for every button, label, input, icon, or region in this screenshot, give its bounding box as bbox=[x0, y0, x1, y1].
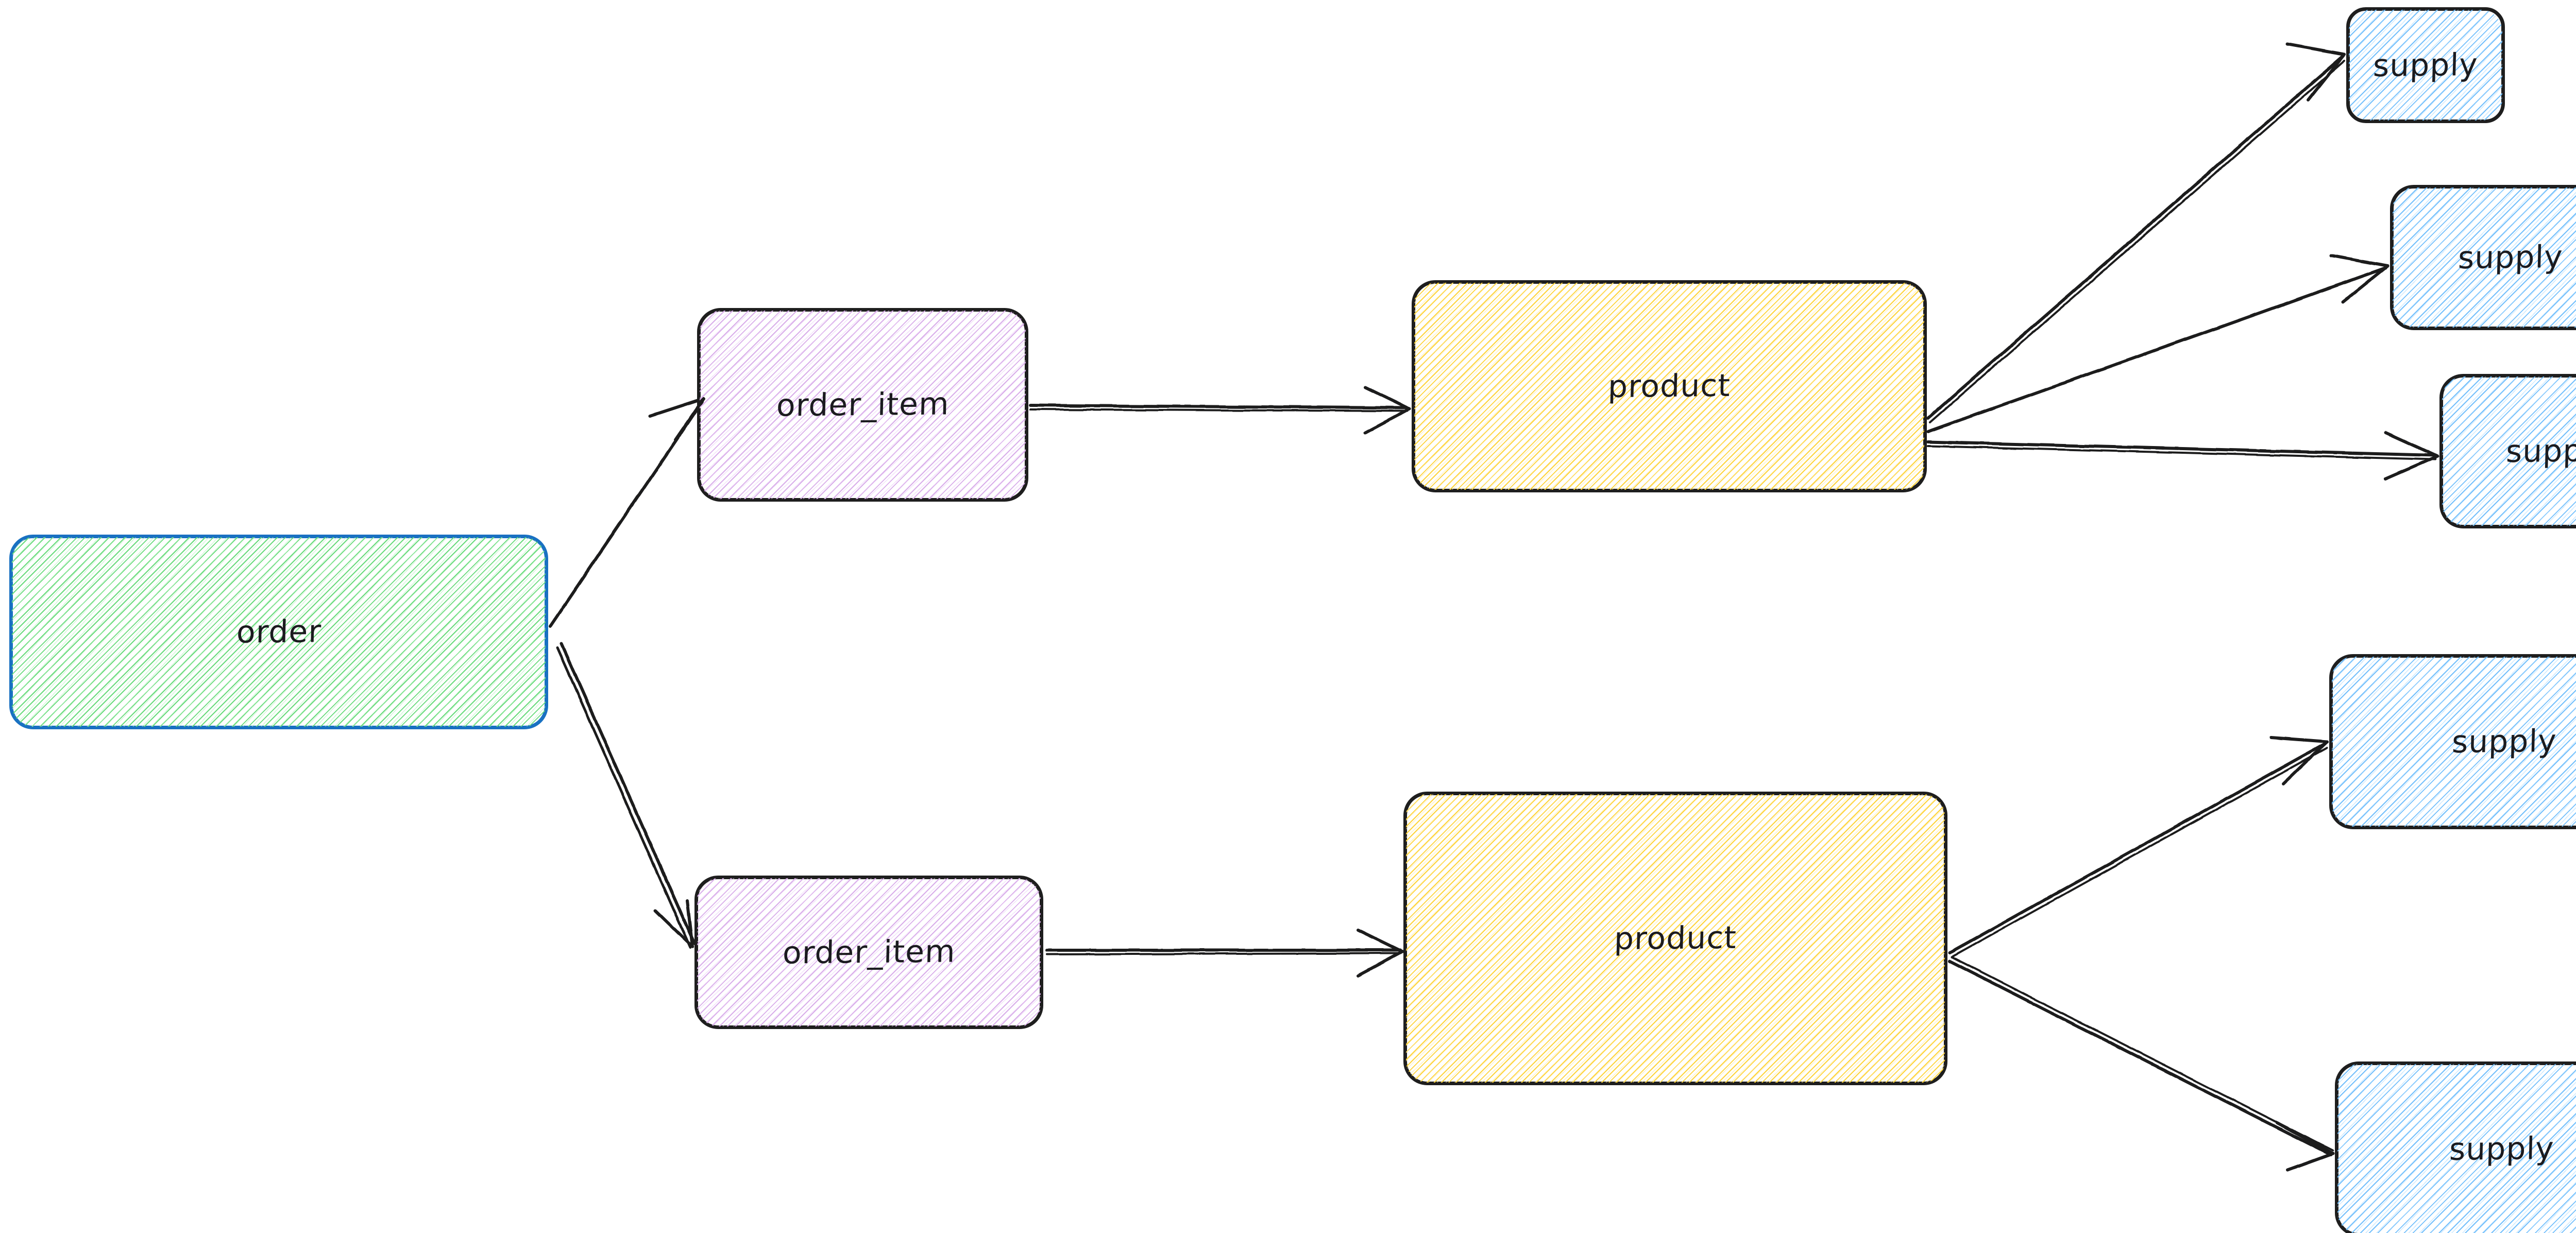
node-product-1-hachure-fill bbox=[1414, 283, 1924, 490]
node-supply-3-label: supply bbox=[2505, 433, 2576, 470]
edge-product-1-to-supply-1 bbox=[1926, 43, 2346, 423]
node-supply-4-hachure-fill bbox=[2332, 657, 2576, 827]
node-product-2[interactable]: product bbox=[1403, 792, 1947, 1085]
node-supply-5[interactable]: supply bbox=[2335, 1061, 2576, 1233]
node-product-1[interactable]: product bbox=[1412, 280, 1927, 492]
node-order-label: order bbox=[235, 613, 322, 650]
node-supply-5-hachure-fill bbox=[2337, 1064, 2576, 1233]
node-supply-2[interactable]: supply bbox=[2390, 185, 2576, 330]
node-supply-2-label: supply bbox=[2458, 239, 2564, 276]
node-supply-4-label: supply bbox=[2451, 723, 2557, 760]
node-supply-1-label: supply bbox=[2372, 46, 2479, 84]
node-order-item-2[interactable]: order_item bbox=[694, 876, 1043, 1029]
node-product-2-hachure-fill bbox=[1406, 794, 1945, 1083]
node-supply-1-hachure-fill bbox=[2349, 10, 2502, 121]
node-supply-4[interactable]: supply bbox=[2329, 654, 2576, 829]
node-supply-2-hachure-fill bbox=[2393, 187, 2576, 328]
node-supply-5-label: supply bbox=[2449, 1131, 2555, 1168]
node-order-item-2-label: order_item bbox=[782, 933, 956, 971]
edge-product-2-to-supply-5 bbox=[1948, 956, 2334, 1172]
edge-product-2-to-supply-4 bbox=[1948, 736, 2329, 958]
node-order-hachure-fill bbox=[12, 537, 546, 727]
edge-order-item-2-to-product-2 bbox=[1045, 929, 1404, 977]
edge-order-to-order-item-1 bbox=[549, 397, 705, 628]
edge-order-item-1-to-product-1 bbox=[1029, 386, 1411, 434]
node-order-item-2-hachure-fill bbox=[697, 878, 1041, 1026]
node-order-item-1[interactable]: order_item bbox=[697, 308, 1028, 502]
edge-order-to-order-item-2 bbox=[556, 642, 696, 949]
edge-product-1-to-supply-2 bbox=[1926, 254, 2389, 433]
edge-product-1-to-supply-3 bbox=[1926, 431, 2439, 481]
node-order[interactable]: order bbox=[9, 535, 548, 729]
node-supply-3-hachure-fill bbox=[2442, 376, 2576, 526]
node-supply-3[interactable]: supply bbox=[2439, 374, 2576, 528]
node-supply-1[interactable]: supply bbox=[2346, 7, 2505, 123]
node-product-2-label: product bbox=[1614, 919, 1737, 957]
node-order-item-1-label: order_item bbox=[775, 386, 950, 424]
node-product-1-label: product bbox=[1607, 367, 1731, 405]
node-order-item-1-hachure-fill bbox=[700, 311, 1026, 499]
